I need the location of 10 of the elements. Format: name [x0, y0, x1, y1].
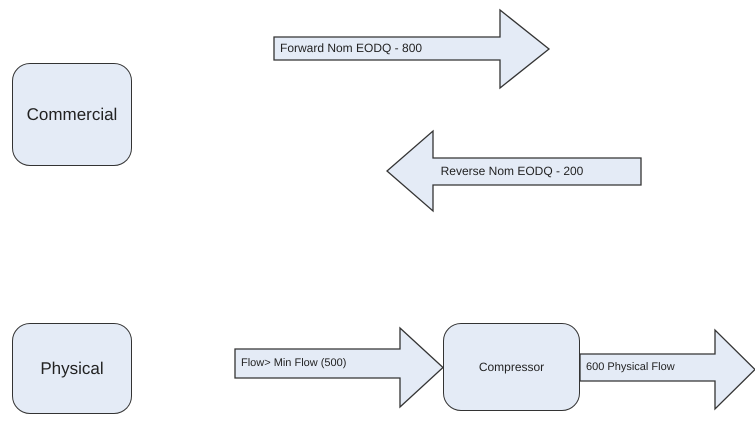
node-label: Reverse Nom EODQ - 200 [440, 163, 584, 180]
node-label: Commercial [26, 104, 118, 124]
rounded-box [12, 323, 132, 414]
node-label: Forward Nom EODQ - 800 [280, 40, 422, 57]
node-label: 600 Physical Flow [586, 360, 675, 375]
rounded-box [12, 63, 132, 166]
node-label: Compressor [478, 360, 544, 374]
node-label: Flow> Min Flow (500) [241, 356, 346, 371]
rounded-box [443, 323, 580, 411]
node-label: Physical [40, 358, 104, 378]
